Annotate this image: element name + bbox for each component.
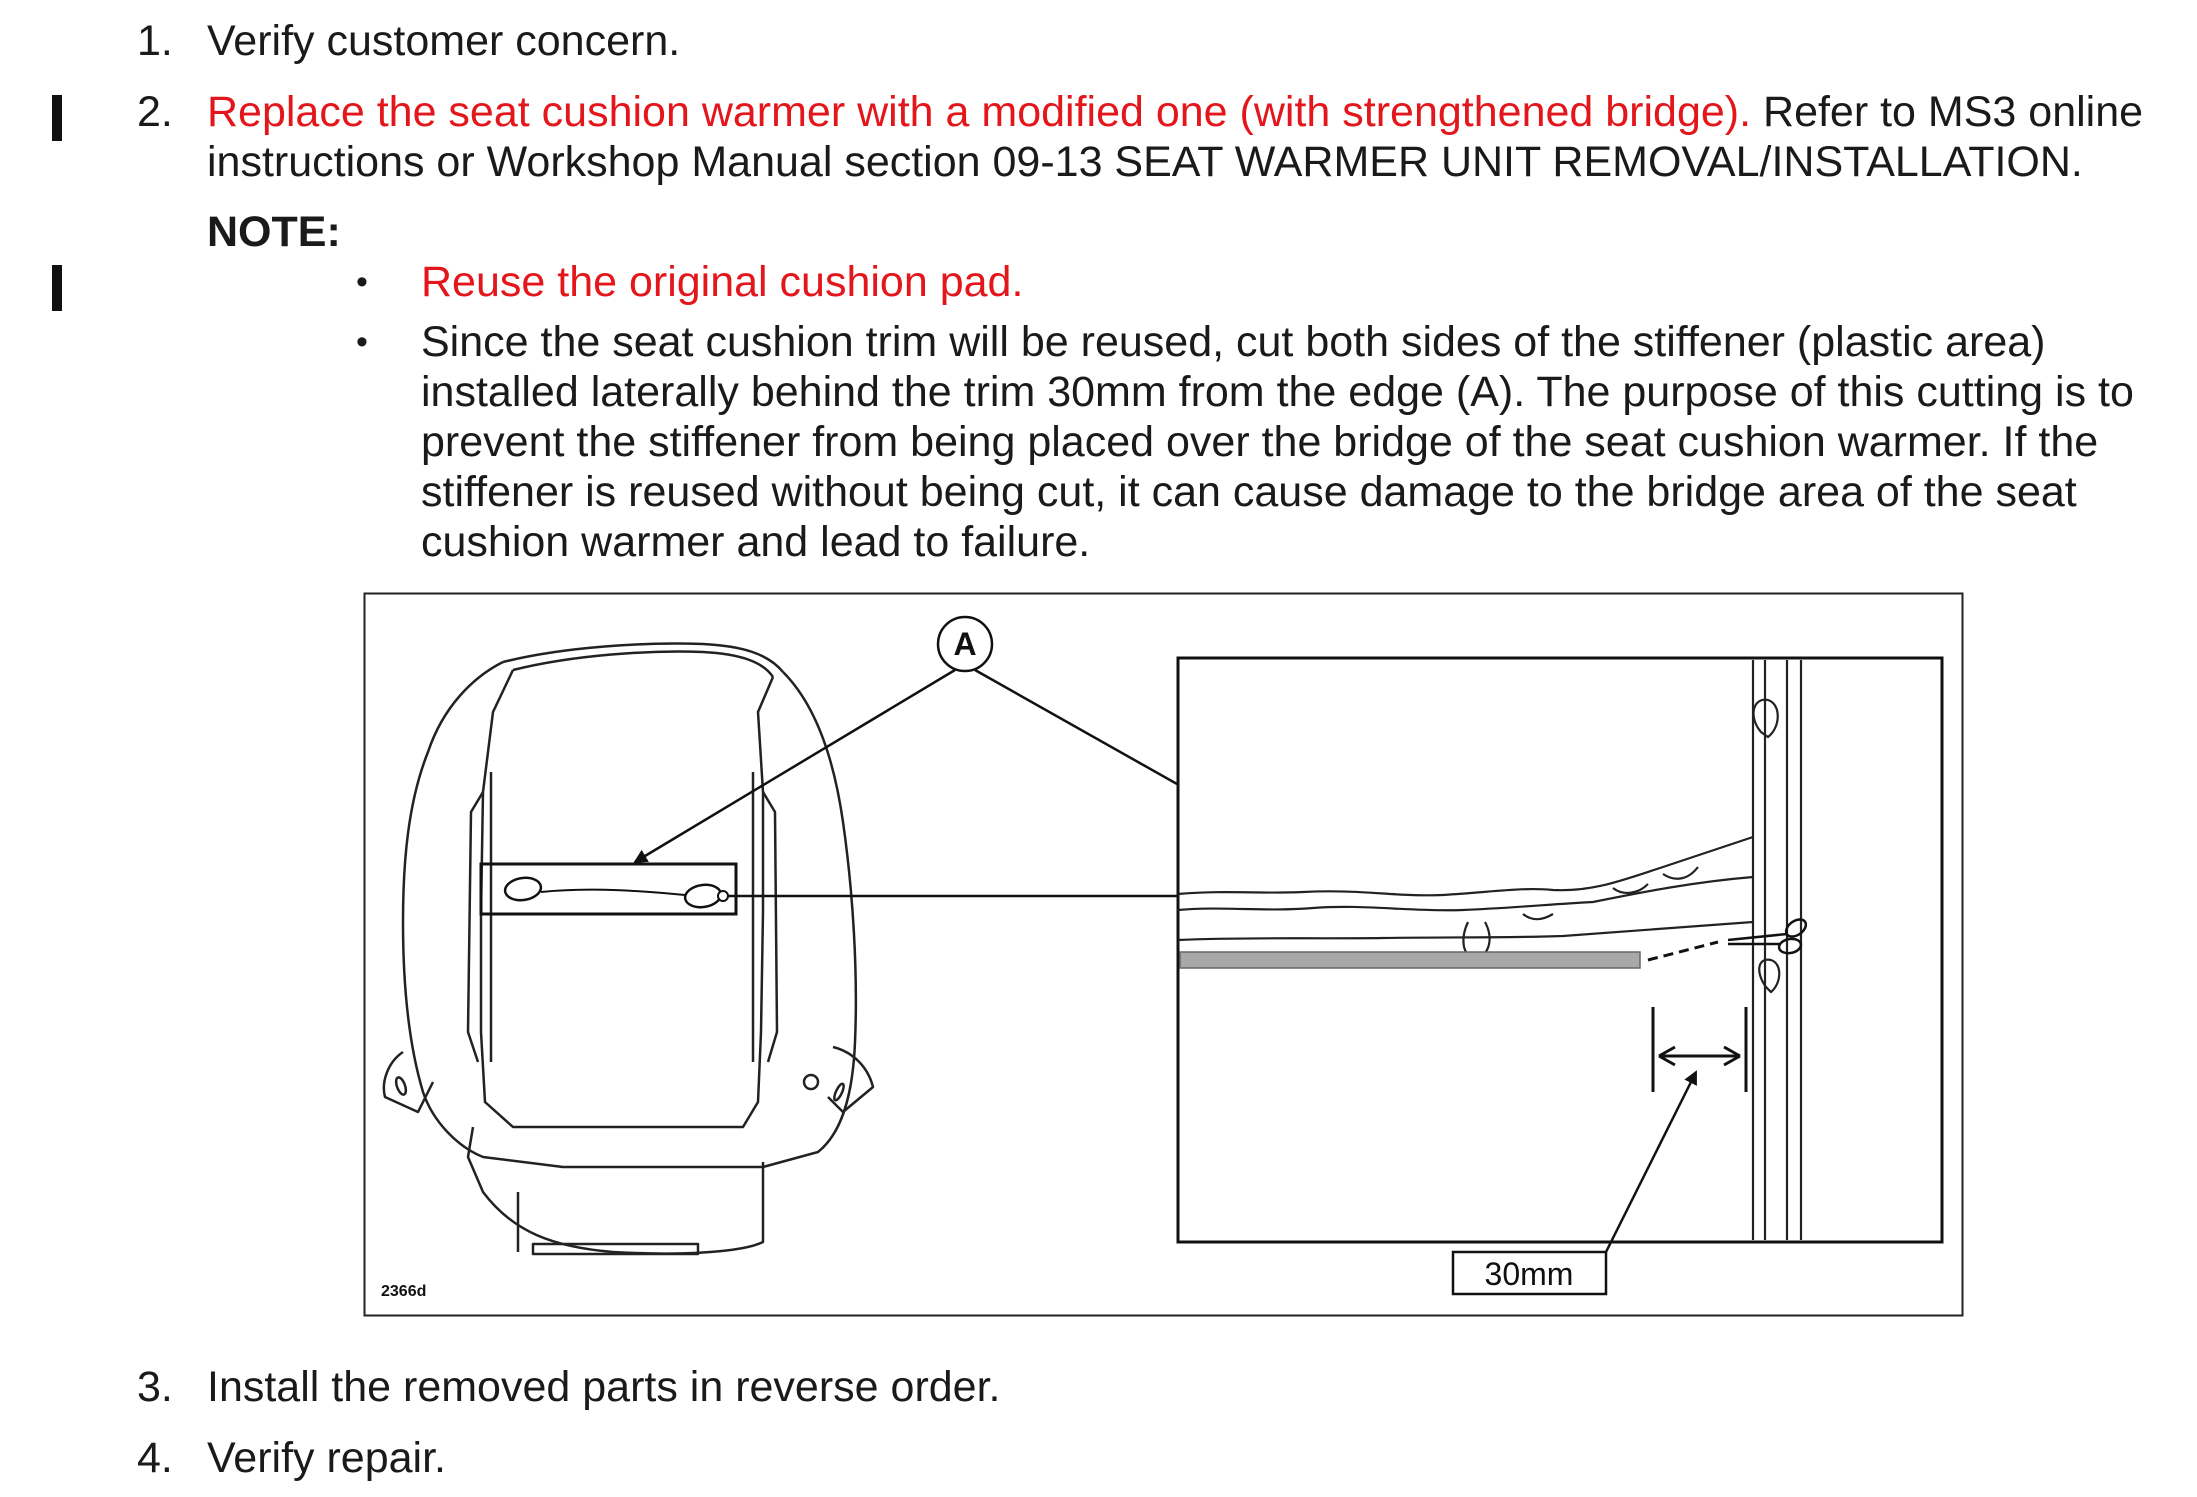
callout-a-label: A [953,626,976,662]
bullet-dot: • [356,263,368,301]
dimension-leader-line [1604,1070,1698,1253]
revision-change-bar [52,265,62,311]
dimension-label: 30mm [1485,1256,1574,1292]
step-number: 3. [137,1363,173,1411]
note-bullet-text: Reuse the original cushion pad. [421,258,1024,306]
revision-change-bar [52,95,62,141]
note-bullet-text: Since the seat cushion trim will be reus… [421,318,2134,566]
step-text: Verify repair. [207,1434,446,1482]
step-revised-text: Replace the seat cushion warmer with a m… [207,88,1752,136]
note-label: NOTE: [207,208,341,256]
stiffener-plastic-area [1179,951,1641,969]
step-number: 4. [137,1434,173,1482]
seat-cushion-illustration: A [363,592,1964,1317]
cut-line [1647,940,1719,962]
reference-point [717,890,729,902]
figure-id: 2366d [381,1283,426,1300]
step-text: Replace the seat cushion warmer with a m… [207,87,2167,187]
stiffener-bar-left [479,862,738,916]
bullet-dot: • [356,323,368,361]
detail-view-drawing [1177,660,1803,1240]
step-reference-text: Refer to MS3 online instructions or Work… [207,88,2144,186]
dimension-marker [1651,1007,1748,1092]
step-text: Verify customer concern. [207,17,681,65]
callout-arrow-left [633,668,956,864]
step-number: 1. [137,17,173,65]
step-number: 2. [137,88,173,136]
step-text: Install the removed parts in reverse ord… [207,1363,1001,1411]
seat-cushion-drawing [382,642,875,1256]
figure-svg: A [363,592,1964,1317]
detail-view-frame [1176,656,1944,1244]
scissors-icon [1727,918,1808,955]
callout-a-circle [936,615,994,673]
dimension-label-box [1451,1250,1608,1296]
